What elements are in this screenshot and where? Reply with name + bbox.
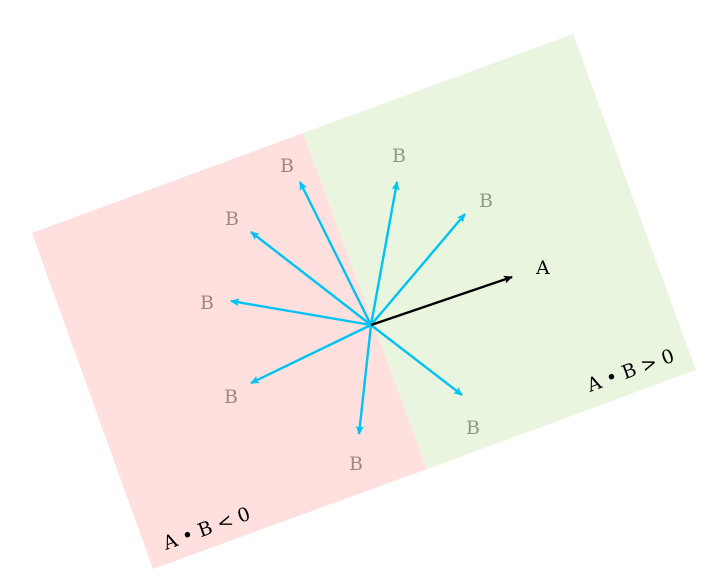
vector-b-arrow bbox=[298, 181, 373, 326]
vector-b-label: B bbox=[200, 292, 214, 314]
positive-dot-product-region bbox=[303, 34, 696, 469]
vector-b-label: B bbox=[479, 190, 493, 212]
vector-b-label: B bbox=[225, 208, 239, 230]
vector-b-label: B bbox=[349, 453, 363, 475]
vector-b-arrow bbox=[230, 298, 372, 327]
vector-a-arrow bbox=[370, 275, 513, 327]
vector-b-arrow bbox=[250, 231, 372, 326]
vector-b-arrow bbox=[250, 323, 372, 385]
vector-b-arrow bbox=[355, 324, 373, 435]
negative-dot-product-region bbox=[32, 133, 427, 569]
vector-b-label: B bbox=[280, 155, 294, 177]
vector-b-arrow bbox=[370, 213, 466, 326]
vector-b-label: B bbox=[466, 417, 480, 439]
vector-b-label: B bbox=[224, 386, 238, 408]
vector-b-arrow bbox=[369, 181, 400, 326]
vector-b-arrow bbox=[370, 324, 463, 396]
vector-b-label: B bbox=[392, 145, 406, 167]
vector-a-label: A bbox=[535, 257, 550, 279]
